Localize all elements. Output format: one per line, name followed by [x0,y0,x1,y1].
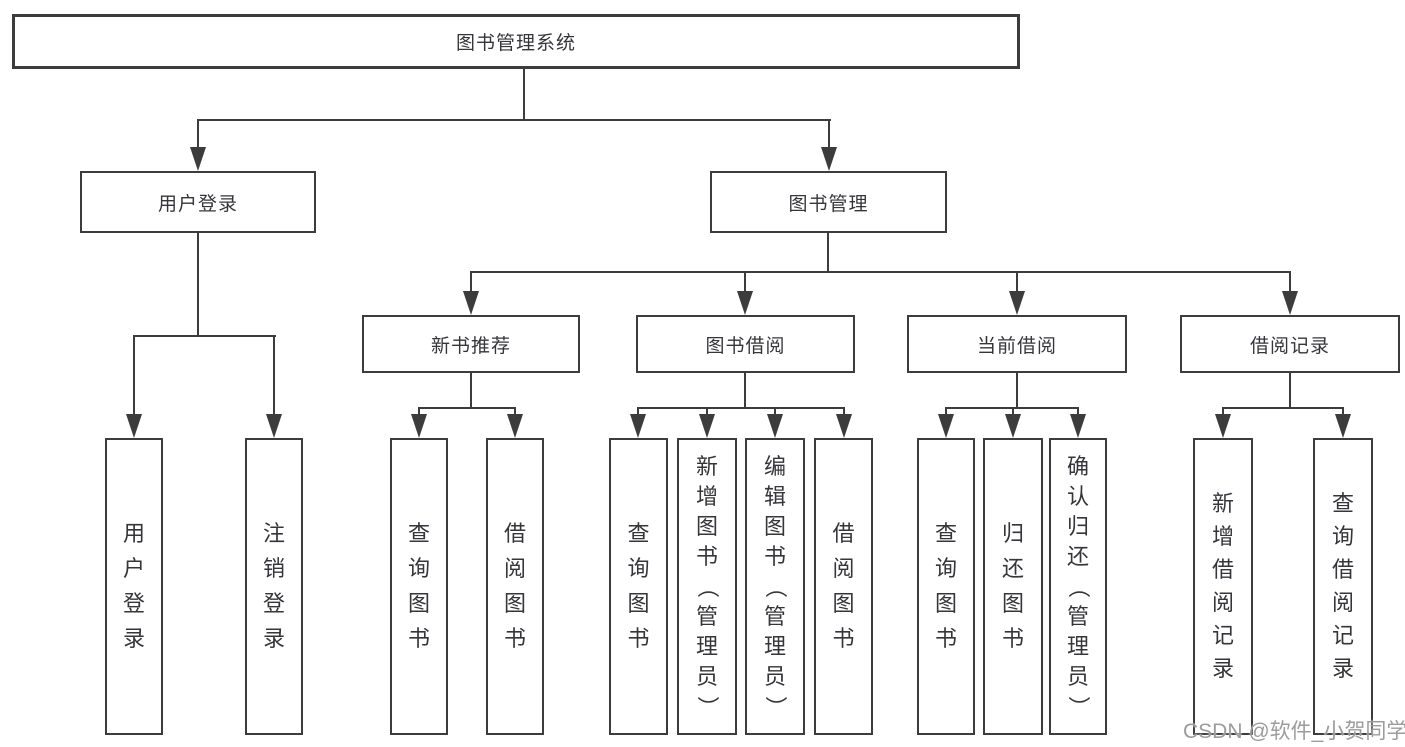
connector-to-borrow-record [1289,271,1291,297]
leaf-logout: 注销登录 [245,438,303,735]
connector-root-trunk [523,68,525,121]
leaf-query-book-borrowing: 查询图书 [609,438,668,735]
connector-new-book-hline [418,407,516,409]
node-root-library-system: 图书管理系统 [12,14,1020,69]
connector-to-book-mgmt [828,119,830,151]
leaf-borrow-book-recommend: 借阅图书 [486,438,544,735]
connector-to-new-book [470,271,472,297]
connector-to-leaf-logout [273,335,275,417]
connector-borrow-record-hline [1222,407,1344,409]
arrowhead-leaf [630,414,646,438]
arrowhead-leaf [938,414,954,438]
arrowhead-leaf [767,414,783,438]
connector-to-book-borrow [744,271,746,297]
leaf-edit-book-admin: 编辑图书（管理员） [745,438,805,735]
connector-leaf [1222,407,1224,419]
arrowhead-leaf [1335,414,1351,438]
arrowhead-leaf [1005,414,1021,438]
arrowhead-leaf [836,414,852,438]
leaf-add-book-admin: 新增图书（管理员） [677,438,737,735]
leaf-return-book: 归还图书 [983,438,1043,735]
connector-book-mgmt-trunk [827,231,829,273]
connector-book-borrow-trunk [744,371,746,409]
connector-leaf [418,407,420,419]
connector-leaf [843,407,845,419]
arrowhead-book-borrow [737,291,753,315]
node-borrowing-records: 借阅记录 [1180,315,1400,373]
connector-to-user-login [197,119,199,151]
connector-leaf [945,407,947,419]
arrowhead-leaf [411,414,427,438]
arrowhead-book-mgmt [821,147,837,171]
arrowhead-borrow-record [1282,291,1298,315]
connector-leaf [1012,407,1014,419]
node-book-borrowing: 图书借阅 [636,315,855,373]
leaf-query-borrow-record: 查询借阅记录 [1313,438,1373,735]
arrowhead-leaf [1215,414,1231,438]
connector-leaf [1342,407,1344,419]
node-book-management: 图书管理 [710,171,947,233]
arrowhead-new-book [463,291,479,315]
connector-leaf [774,407,776,419]
arrowhead-leaf-login [126,414,142,438]
leaf-query-book-recommend: 查询图书 [390,438,448,735]
leaf-borrow-book: 借阅图书 [814,438,873,735]
connector-leaf [706,407,708,419]
connector-to-leaf-login [133,335,135,417]
node-user-login: 用户登录 [80,171,316,233]
connector-borrow-record-trunk [1289,371,1291,409]
arrowhead-leaf [699,414,715,438]
connector-new-book-trunk [470,371,472,409]
node-new-book-recommend: 新书推荐 [362,315,580,373]
connector-leaf [1077,407,1079,419]
leaf-query-book-current: 查询图书 [917,438,975,735]
connector-current-borrow-trunk [1016,371,1018,409]
leaf-confirm-return-admin: 确认归还（管理员） [1049,438,1107,735]
arrowhead-leaf [507,414,523,438]
connector-user-login-trunk [197,231,199,337]
node-current-borrowing: 当前借阅 [907,315,1127,373]
arrowhead-current-borrow [1009,291,1025,315]
arrowhead-leaf-logout [266,414,282,438]
arrowhead-user-login [190,147,206,171]
connector-user-login-hline [133,335,276,337]
connector-leaf [637,407,639,419]
leaf-add-borrow-record: 新增借阅记录 [1193,438,1253,735]
connector-level2-hline [470,271,1291,273]
arrowhead-leaf [1070,414,1086,438]
connector-level1-hline [197,119,831,121]
leaf-user-login: 用户登录 [105,438,163,735]
connector-leaf [514,407,516,419]
connector-to-current-borrow [1016,271,1018,297]
connector-book-borrow-hline [637,407,845,409]
csdn-watermark: CSDN @软件_小贺同学 [1183,720,1405,743]
